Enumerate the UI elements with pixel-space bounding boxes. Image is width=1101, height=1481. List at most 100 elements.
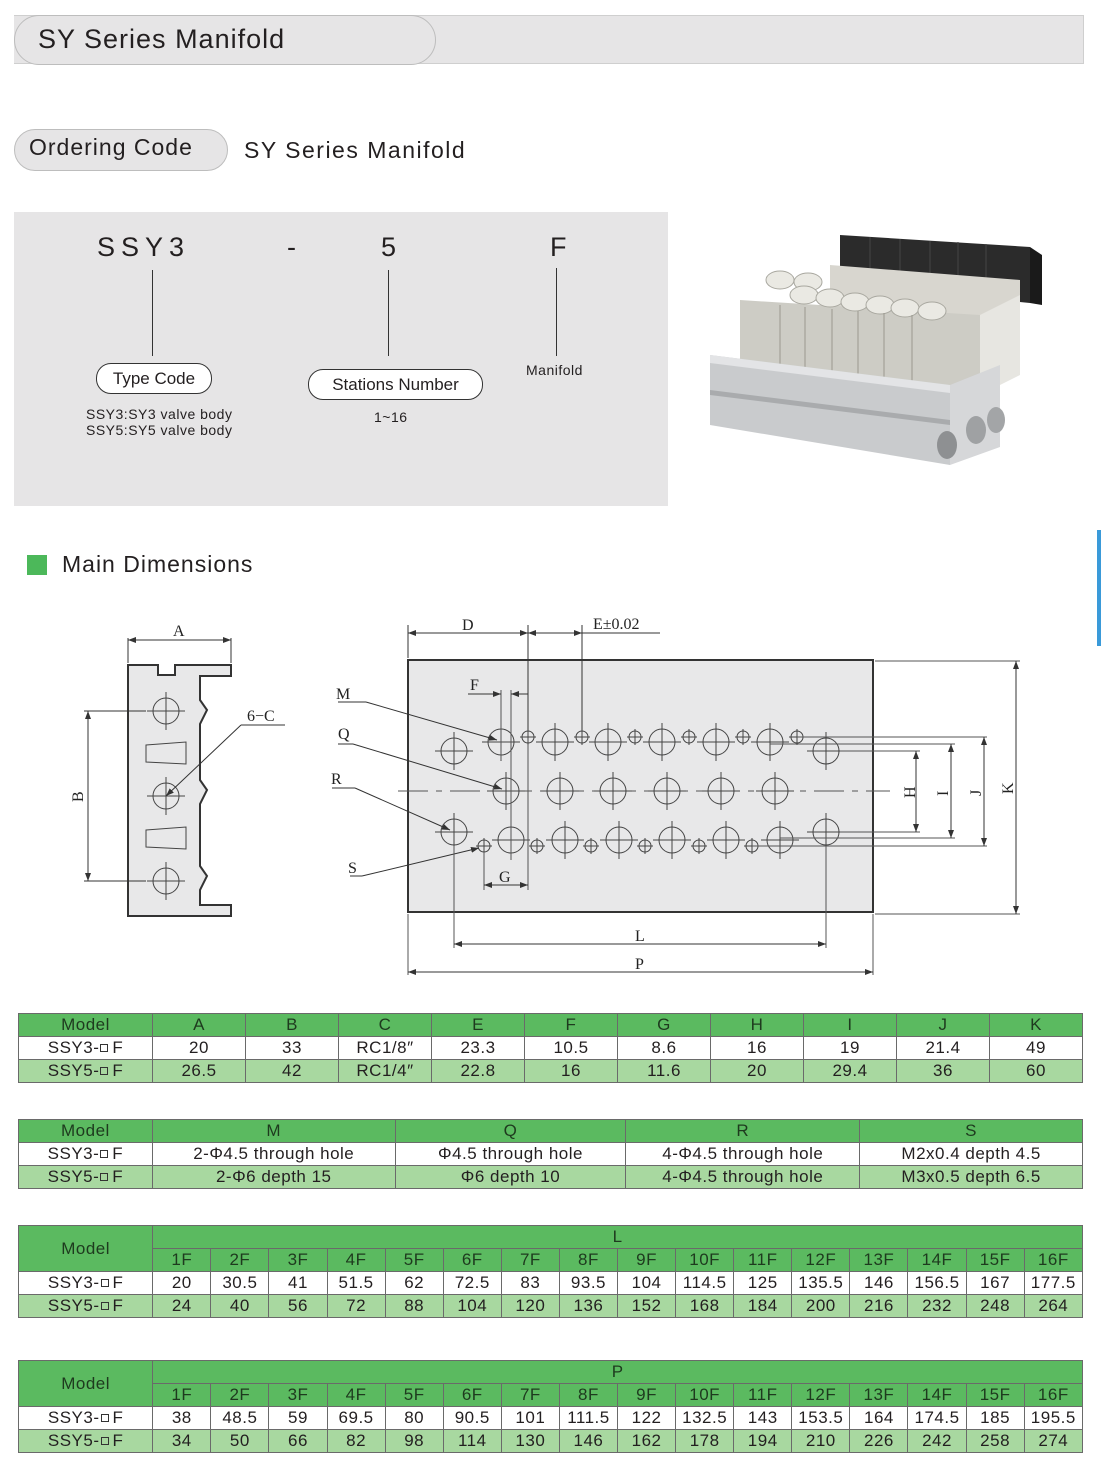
value-cell: Φ6 depth 10	[394, 1165, 627, 1189]
value-cell: 248	[965, 1294, 1025, 1318]
station-header: 8F	[558, 1383, 619, 1407]
station-header: 4F	[326, 1248, 386, 1272]
value-cell: 88	[384, 1294, 444, 1318]
station-header: 8F	[558, 1248, 619, 1272]
value-cell: M2x0.4 depth 4.5	[859, 1142, 1083, 1166]
stations-number-label: Stations Number	[308, 369, 483, 400]
model-suffix: F	[112, 1273, 124, 1292]
station-header: 16F	[1023, 1383, 1084, 1407]
value-cell: 184	[733, 1294, 793, 1318]
station-header: 7F	[500, 1383, 560, 1407]
model-prefix: SSY3-	[47, 1038, 100, 1057]
value-cell: 59	[268, 1406, 328, 1430]
value-cell: 26.5	[152, 1059, 246, 1083]
value-cell: 10.5	[524, 1036, 618, 1060]
model-cell: SSY3-F	[18, 1142, 153, 1166]
code-type: SSY3	[97, 232, 191, 262]
value-cell: 125	[733, 1271, 793, 1295]
model-cell: SSY5-F	[17, 1294, 154, 1318]
placeholder-box-icon	[100, 1067, 109, 1076]
label-H: H	[902, 786, 919, 798]
station-header: 10F	[675, 1248, 735, 1272]
value-cell: 50	[210, 1429, 270, 1453]
value-cell: 41	[268, 1271, 328, 1295]
col-header: I	[803, 1013, 897, 1037]
label-Q: Q	[338, 726, 350, 743]
value-cell: 16	[710, 1036, 804, 1060]
code-suffix: F	[550, 232, 573, 262]
value-cell: 62	[384, 1271, 444, 1295]
value-cell: 200	[791, 1294, 851, 1318]
value-cell: 98	[384, 1429, 444, 1453]
code-dash: -	[287, 232, 302, 262]
model-cell: SSY5- F	[17, 1429, 154, 1453]
dimension-drawing: A B 6−C	[70, 616, 1020, 975]
value-cell: 258	[965, 1429, 1025, 1453]
station-header: 9F	[616, 1248, 677, 1272]
value-cell: 20	[152, 1036, 246, 1060]
station-header: 13F	[849, 1383, 909, 1407]
label-A: A	[173, 623, 185, 640]
station-header: 11F	[733, 1248, 793, 1272]
station-header: 6F	[442, 1383, 502, 1407]
model-suffix: F	[112, 1144, 124, 1163]
station-header: 3F	[268, 1383, 328, 1407]
value-cell: 136	[558, 1294, 619, 1318]
type-option-1: SSY3:SY3 valve body	[86, 406, 233, 422]
value-cell: 216	[849, 1294, 909, 1318]
ordering-code-label: Ordering Code	[29, 134, 193, 160]
section-marker	[27, 555, 47, 575]
product-photo	[710, 235, 1042, 465]
model-suffix: F	[112, 1431, 124, 1450]
side-tab	[1097, 530, 1101, 646]
placeholder-box-icon	[100, 1302, 109, 1311]
value-cell: 16	[524, 1059, 618, 1083]
value-cell: 232	[907, 1294, 967, 1318]
value-cell: 164	[849, 1406, 909, 1430]
model-suffix: F	[112, 1038, 124, 1057]
value-cell: 82	[326, 1429, 386, 1453]
ordering-code-badge	[14, 129, 228, 171]
value-cell: 162	[616, 1429, 677, 1453]
value-cell: 226	[849, 1429, 909, 1453]
value-cell: 104	[442, 1294, 502, 1318]
value-cell: 30.5	[210, 1271, 270, 1295]
model-header: Model	[17, 1225, 154, 1272]
station-header: 4F	[326, 1383, 386, 1407]
table-row: SSY3-F 20 33 RC1/8″ 23.3 10.5 8.6 16 19 …	[18, 1036, 1083, 1060]
value-cell: 36	[896, 1059, 990, 1083]
placeholder-box-icon	[100, 1437, 109, 1446]
col-header: Model	[18, 1119, 153, 1143]
placeholder-box-icon	[100, 1150, 109, 1159]
model-prefix: SSY5-	[47, 1431, 100, 1450]
value-cell: 22.8	[431, 1059, 525, 1083]
value-cell: 152	[616, 1294, 677, 1318]
model-prefix: SSY5-	[47, 1061, 100, 1080]
label-K: K	[1000, 782, 1017, 794]
station-header: 3F	[268, 1248, 328, 1272]
value-cell: 132.5	[675, 1406, 735, 1430]
value-cell: 210	[791, 1429, 851, 1453]
title-pill	[14, 15, 436, 65]
model-prefix: SSY5-	[47, 1167, 100, 1186]
col-header: B	[245, 1013, 339, 1037]
station-header: 12F	[791, 1248, 851, 1272]
value-cell: 120	[500, 1294, 560, 1318]
value-cell: 21.4	[896, 1036, 990, 1060]
value-cell: 101	[500, 1406, 560, 1430]
value-cell: 104	[616, 1271, 677, 1295]
label-M: M	[336, 686, 350, 703]
station-header: 5F	[384, 1383, 444, 1407]
value-cell: 146	[849, 1271, 909, 1295]
code-stations: 5	[381, 232, 403, 262]
value-cell: 69.5	[326, 1406, 386, 1430]
value-cell: RC1/4″	[338, 1059, 432, 1083]
value-cell: 72	[326, 1294, 386, 1318]
model-cell: SSY3-F	[17, 1271, 154, 1295]
model-cell: SSY3-F	[17, 1406, 154, 1430]
label-I: I	[935, 791, 952, 796]
value-cell: 23.3	[431, 1036, 525, 1060]
